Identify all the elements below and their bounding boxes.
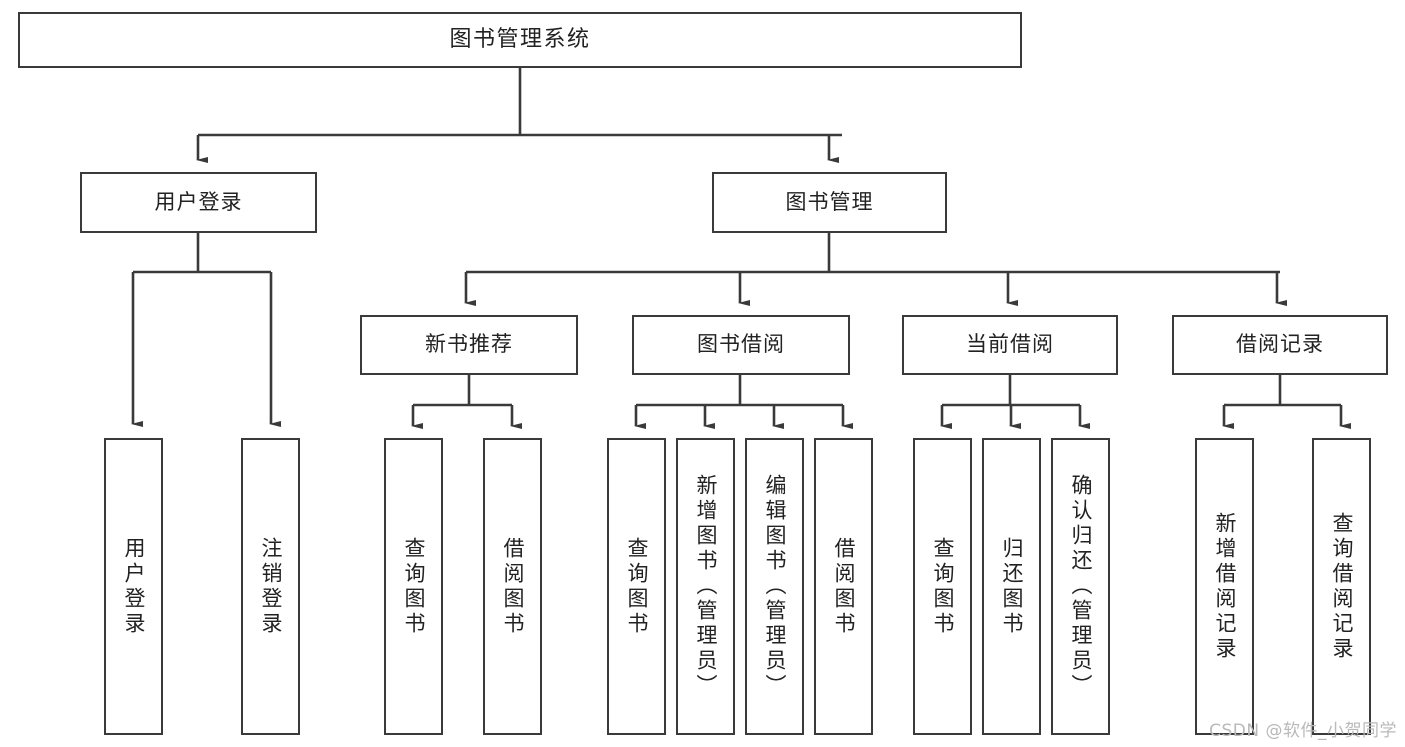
leaf-book-borrow-add-book[interactable]: 新增图书（管理员） [676,438,735,735]
csdn-watermark: CSDN @软件_小贺同学 [1209,721,1397,741]
node-label: 归还图书 [1000,536,1024,637]
node-new-book-recommend[interactable]: 新书推荐 [360,315,578,375]
node-label: 借阅图书 [501,536,525,637]
node-label: 新增图书（管理员） [694,474,718,699]
leaf-current-borrow-return-book[interactable]: 归还图书 [982,438,1041,735]
leaf-new-book-borrow-book[interactable]: 借阅图书 [483,438,542,735]
node-label: 注销登录 [259,536,283,637]
node-user-login[interactable]: 用户登录 [80,172,317,233]
leaf-user-login-logout[interactable]: 注销登录 [241,438,300,735]
node-current-borrow[interactable]: 当前借阅 [902,315,1118,375]
node-label: 确认归还（管理员） [1069,474,1093,699]
node-label: 借阅记录 [1236,332,1324,357]
leaf-current-borrow-query-book[interactable]: 查询图书 [913,438,972,735]
leaf-book-borrow-borrow-book[interactable]: 借阅图书 [814,438,873,735]
node-label: 用户登录 [154,189,243,214]
node-book-borrow[interactable]: 图书借阅 [632,315,850,375]
node-label: 图书借阅 [697,332,785,357]
node-root-system[interactable]: 图书管理系统 [18,12,1022,68]
node-label: 查询借阅记录 [1330,511,1354,662]
node-label: 编辑图书（管理员） [763,474,787,699]
node-label: 图书管理系统 [449,26,591,52]
node-label: 新书推荐 [425,332,513,357]
node-label: 借阅图书 [832,536,856,637]
node-book-management[interactable]: 图书管理 [712,172,947,233]
leaf-book-borrow-edit-book[interactable]: 编辑图书（管理员） [745,438,804,735]
leaf-user-login-login[interactable]: 用户登录 [104,438,163,735]
node-label: 查询图书 [625,536,649,637]
leaf-borrow-record-query-record[interactable]: 查询借阅记录 [1312,438,1371,735]
node-label: 查询图书 [402,536,426,637]
leaf-current-borrow-confirm-return[interactable]: 确认归还（管理员） [1051,438,1110,735]
node-label: 图书管理 [785,189,874,214]
leaf-new-book-query-book[interactable]: 查询图书 [384,438,443,735]
leaf-book-borrow-query-book[interactable]: 查询图书 [607,438,666,735]
node-label: 新增借阅记录 [1213,511,1237,662]
node-label: 查询图书 [931,536,955,637]
node-label: 当前借阅 [966,332,1054,357]
node-label: 用户登录 [122,536,146,637]
leaf-borrow-record-add-record[interactable]: 新增借阅记录 [1195,438,1254,735]
node-borrow-record[interactable]: 借阅记录 [1172,315,1388,375]
